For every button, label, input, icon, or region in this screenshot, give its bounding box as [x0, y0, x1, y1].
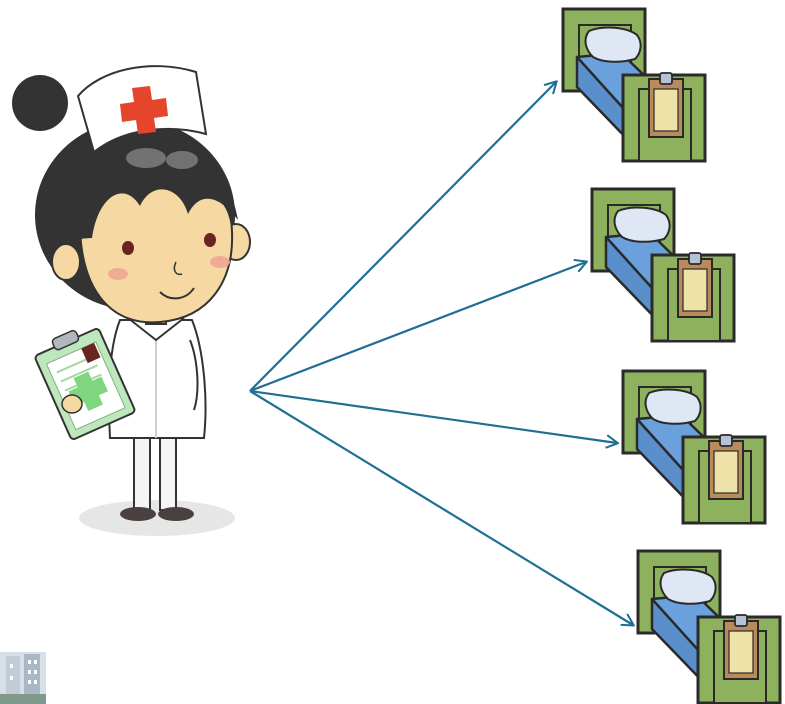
bed-1-icon — [561, 7, 707, 163]
bed-4-icon — [636, 549, 782, 704]
bed-3-icon — [621, 369, 767, 525]
arrow-to-bed-3 — [249, 389, 619, 449]
arrow-to-bed-4 — [249, 390, 635, 627]
arrow-to-bed-2 — [249, 258, 588, 393]
connector-arrows — [249, 80, 635, 627]
arrow-to-bed-1 — [249, 80, 558, 392]
bed-2-icon — [590, 187, 736, 343]
nurse-icon — [12, 65, 251, 536]
building-thumbnail-icon — [0, 652, 46, 704]
